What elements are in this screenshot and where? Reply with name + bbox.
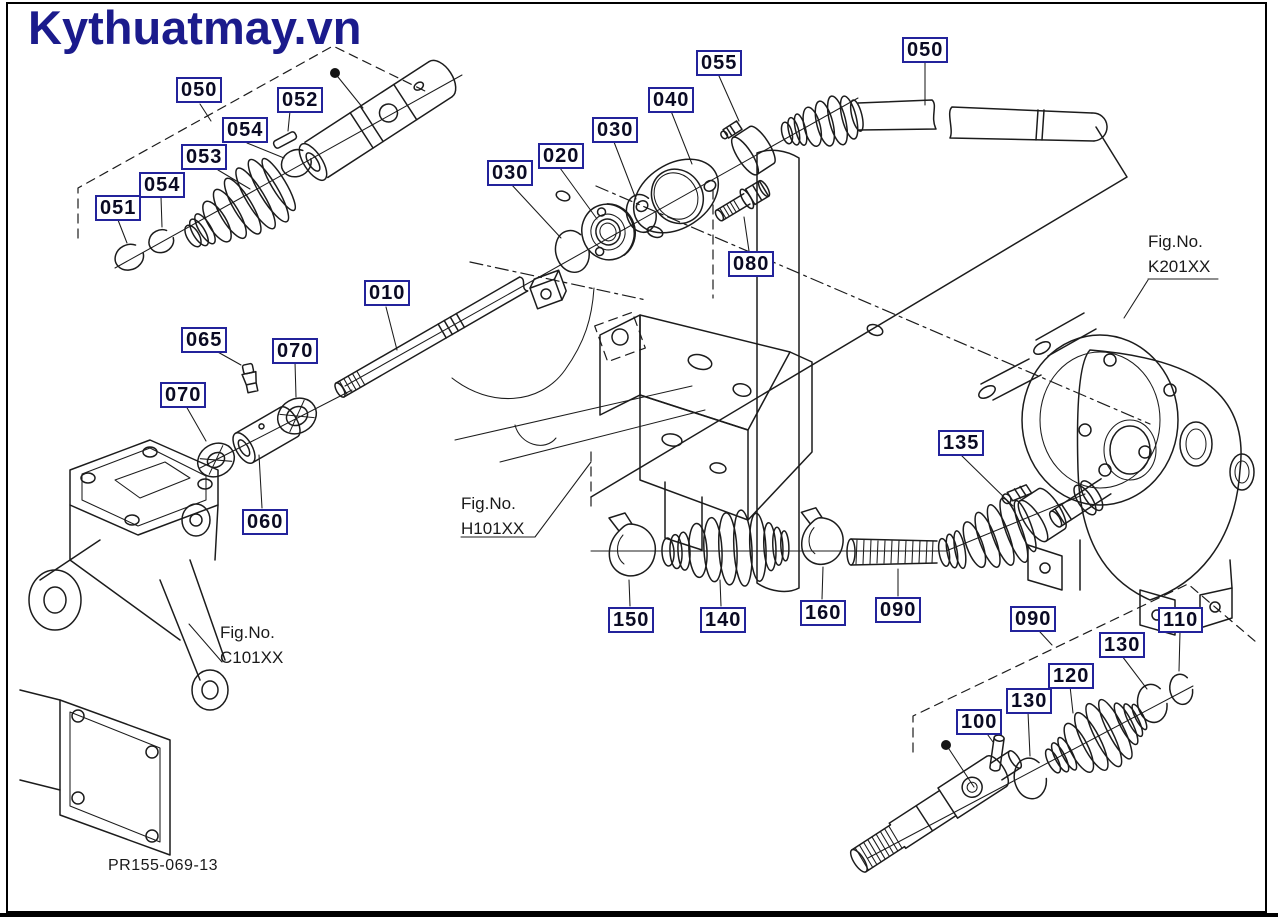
tube-050-a-drawing [858,100,936,130]
part-label-030-b: 030 [487,160,534,186]
part-label-080: 080 [728,251,775,277]
ujoint-shaft-050-drawing [294,55,462,184]
boot-140-drawing [660,508,791,591]
bracket-h101-drawing [600,315,812,550]
figure-ref-c101-label: Fig.No. [220,623,275,642]
part-label-020: 020 [538,143,585,169]
boot-053-drawing [169,150,303,270]
part-label-130-b: 130 [1006,688,1053,714]
part-label-070-b: 070 [160,382,207,408]
part-label-054-a: 054 [222,117,269,143]
boot-050-top-drawing [776,90,868,158]
ring-130-left-drawing [1009,754,1052,803]
clamp-160-drawing [800,507,844,566]
part-label-050-a: 050 [176,77,223,103]
part-label-055: 055 [696,50,743,76]
clamp-135-drawing [1001,473,1072,549]
part-label-100: 100 [956,709,1003,735]
part-label-065: 065 [181,327,228,353]
shaft-010-drawing [333,276,529,398]
gearbox-k201-drawing [977,313,1254,635]
boot-120-drawing [1033,684,1159,794]
clamp-150-drawing [608,512,657,577]
part-label-030-a: 030 [592,117,639,143]
pin-052-drawing [273,131,298,149]
part-label-160: 160 [800,600,847,626]
clamp-055-drawing [719,113,780,180]
part-label-130-a: 130 [1099,632,1146,658]
part-label-052: 052 [277,87,324,113]
figure-ref-c101-value: C101XX [220,648,284,667]
part-label-135: 135 [938,430,985,456]
ring-110-drawing [1166,671,1197,708]
ring-054-small-drawing [144,225,178,258]
ring-130-right-drawing [1133,680,1172,727]
part-label-051: 051 [95,195,142,221]
snap-ring-051-drawing [110,238,149,276]
part-label-140: 140 [700,607,747,633]
part-label-120: 120 [1048,663,1095,689]
figure-ref-h101-value: H101XX [461,519,525,538]
figure-ref-c101: Fig.No. C101XX [220,620,283,670]
grease-fitting-065-drawing [240,363,260,393]
part-label-040: 040 [648,87,695,113]
drawing-number: PR155-069-13 [108,857,219,874]
bottom-edge-bar [0,913,1278,917]
flange-040-drawing [620,144,732,248]
bolt-080-drawing [711,177,772,226]
part-label-070-a: 070 [272,338,319,364]
page-border [6,2,1267,913]
site-watermark: Kythuatmay.vn [28,1,362,54]
ujoint-shaft-090-drawing [845,742,1028,878]
part-label-054-b: 054 [139,172,186,198]
pin-100-drawing [990,734,1005,771]
figure-ref-k201: Fig.No. K201XX [1148,229,1210,279]
bushing-070-upper-drawing [271,391,323,440]
housing-c101-drawing [20,440,228,855]
sleeve-060-drawing [229,403,305,466]
tube-050-b-drawing [950,107,1107,141]
part-label-090-b: 090 [1010,606,1057,632]
bushing-070-lower-drawing [192,437,241,484]
part-label-110: 110 [1158,607,1204,633]
figure-ref-k201-value: K201XX [1148,257,1211,276]
part-label-060: 060 [242,509,289,535]
frame-structure-drawing [452,150,884,591]
bearing-020-drawing [575,197,643,267]
ring-054-large-drawing [276,144,317,183]
part-label-090-a: 090 [875,597,922,623]
part-label-050-b: 050 [902,37,949,63]
part-label-053: 053 [181,144,228,170]
part-label-010: 010 [364,280,411,306]
figure-ref-k201-label: Fig.No. [1148,232,1203,251]
part-label-150: 150 [608,607,655,633]
figure-ref-h101: Fig.No. H101XX [461,491,524,541]
figure-ref-h101-label: Fig.No. [461,494,516,513]
spline-shaft-090-drawing [847,492,1042,579]
